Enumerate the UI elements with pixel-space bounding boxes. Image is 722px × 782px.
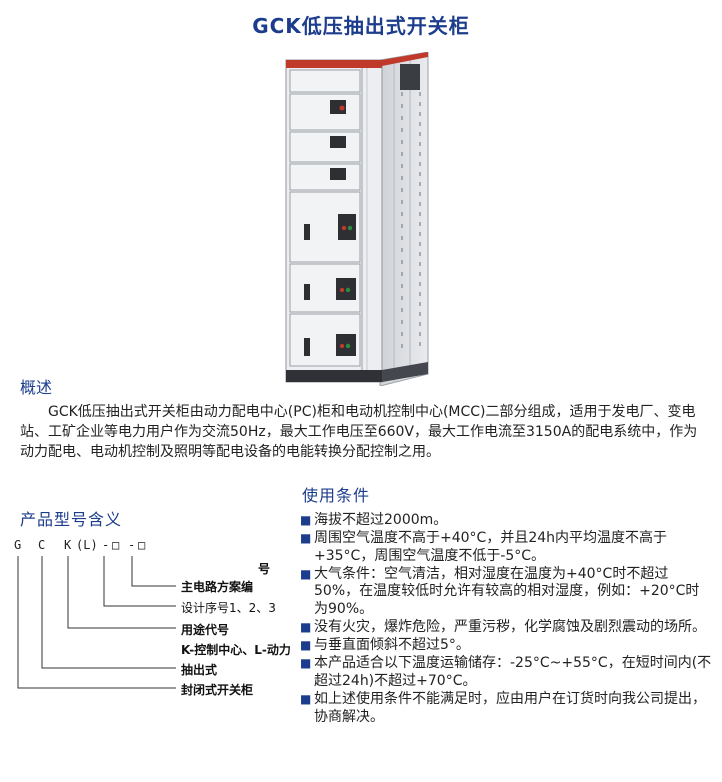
- overview-heading: 概述: [20, 378, 53, 397]
- condition-item: 海拔不超过2000m。: [300, 512, 712, 530]
- page-title: GCK低压抽出式开关柜: [252, 14, 470, 38]
- model-label-circuit: 主电路方案编: [181, 580, 254, 594]
- condition-item: 大气条件：空气清洁，相对湿度在温度为+40°C时不超过50%，在温度较低时允许有…: [300, 566, 712, 619]
- model-label-drawout: 抽出式: [181, 663, 218, 677]
- condition-item: 如上述使用条件不能满足时，应由用户在订货时向我公司提出，协商解决。: [300, 691, 712, 726]
- code-char-dash-1: -: [102, 538, 110, 552]
- overview-paragraph: GCK低压抽出式开关柜由动力配电中心(PC)柜和电动机控制中心(MCC)二部分组…: [20, 404, 698, 460]
- code-char-box-1: □: [112, 538, 120, 552]
- cabinet-image: [282, 51, 432, 387]
- switchgear-cabinet-illustration: [285, 51, 429, 387]
- model-label-enclosed: 封闭式开关柜: [181, 683, 254, 697]
- model-label-design: 设计序号1、2、3: [181, 601, 276, 615]
- condition-item: 周围空气温度不高于+40°C，并且24h内平均温度不高于+35°C，周围空气温度…: [300, 530, 712, 565]
- code-char-c: C: [38, 538, 46, 552]
- condition-item: 没有火灾，爆炸危险，严重污秽，化学腐蚀及剧烈震动的场所。: [300, 619, 712, 637]
- code-char-box-2: □: [138, 538, 146, 552]
- condition-item: 与垂直面倾斜不超过5°。: [300, 637, 712, 655]
- model-label-usage: 用途代号: [181, 623, 230, 637]
- code-char-dash-2: -: [128, 538, 136, 552]
- model-label-usage-detail: K-控制中心、L-动力: [181, 643, 291, 657]
- conditions-list: 海拔不超过2000m。 周围空气温度不高于+40°C，并且24h内平均温度不高于…: [300, 512, 712, 727]
- code-char-k: K: [64, 538, 72, 552]
- model-heading: 产品型号含义: [20, 510, 123, 529]
- condition-item: 本产品适合以下温度运输储存：-25°C~+55°C，在短时间内(不超过24h)不…: [300, 655, 712, 690]
- model-label-number: 号: [258, 562, 271, 576]
- conditions-heading: 使用条件: [302, 486, 371, 505]
- code-char-g: G: [14, 538, 22, 552]
- code-char-l: (L): [76, 538, 98, 552]
